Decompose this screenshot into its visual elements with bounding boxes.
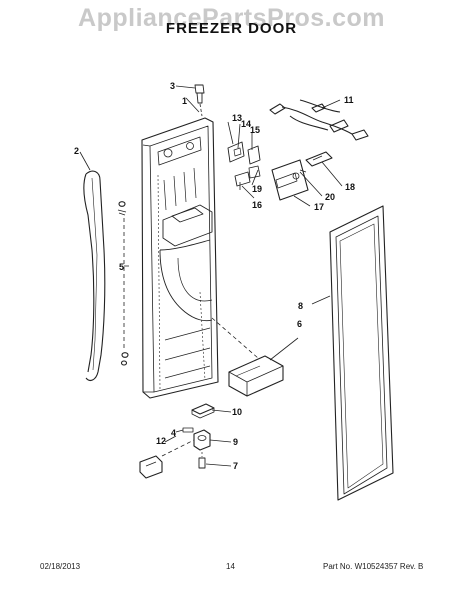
- callout-16: 16: [252, 200, 262, 210]
- switch-bracket: [234, 165, 261, 190]
- callout-8: 8: [298, 301, 303, 311]
- bottom-hinge: [193, 429, 211, 451]
- callout-20: 20: [325, 192, 335, 202]
- callout-17: 17: [314, 202, 324, 212]
- door-bin: [228, 355, 284, 397]
- hinge-pin-bottom: [182, 427, 194, 433]
- leader-line: [211, 317, 259, 359]
- door-gasket: [329, 205, 394, 501]
- callout-1: 1: [182, 96, 187, 106]
- hinge-pin: [194, 84, 205, 117]
- hinge-bracket: [139, 439, 195, 479]
- handle-screw-top: [117, 201, 127, 216]
- leader-lines: [79, 85, 343, 467]
- hinge-bushing: [191, 403, 215, 419]
- page-title: FREEZER DOOR: [165, 20, 298, 37]
- callout-19: 19: [252, 184, 262, 194]
- callout-10: 10: [232, 407, 242, 417]
- freezer-door-panel: [141, 117, 219, 399]
- callout-18: 18: [345, 182, 355, 192]
- hinge-screw: [198, 452, 206, 469]
- callout-3: 3: [170, 81, 175, 91]
- footer-date: 02/18/2013: [40, 562, 81, 571]
- dispenser-switch: [227, 141, 261, 165]
- callout-6: 6: [297, 319, 302, 329]
- callout-11: 11: [344, 95, 354, 105]
- callout-9: 9: [233, 437, 238, 447]
- footer-part-number: Part No. W10524357 Rev. B: [323, 562, 424, 571]
- wire-harness: [269, 99, 369, 141]
- control-housing: [271, 159, 309, 201]
- callout-labels: 1 2 3 4 5 6 7 8 9 10 11 12 13 14 15 16 1…: [74, 81, 355, 471]
- callout-13: 13: [232, 113, 242, 123]
- door-handle: [83, 170, 106, 381]
- callout-12: 12: [156, 436, 166, 446]
- actuator-lever: [305, 151, 333, 167]
- callout-5: 5: [119, 262, 124, 272]
- callout-15: 15: [250, 125, 260, 135]
- callout-4: 4: [171, 428, 176, 438]
- callout-7: 7: [233, 461, 238, 471]
- callout-14: 14: [241, 119, 251, 129]
- callout-2: 2: [74, 146, 79, 156]
- footer-page-number: 14: [226, 562, 235, 571]
- watermark: AppliancePartsPros.com: [78, 4, 385, 32]
- handle-screw-bottom: [120, 352, 129, 366]
